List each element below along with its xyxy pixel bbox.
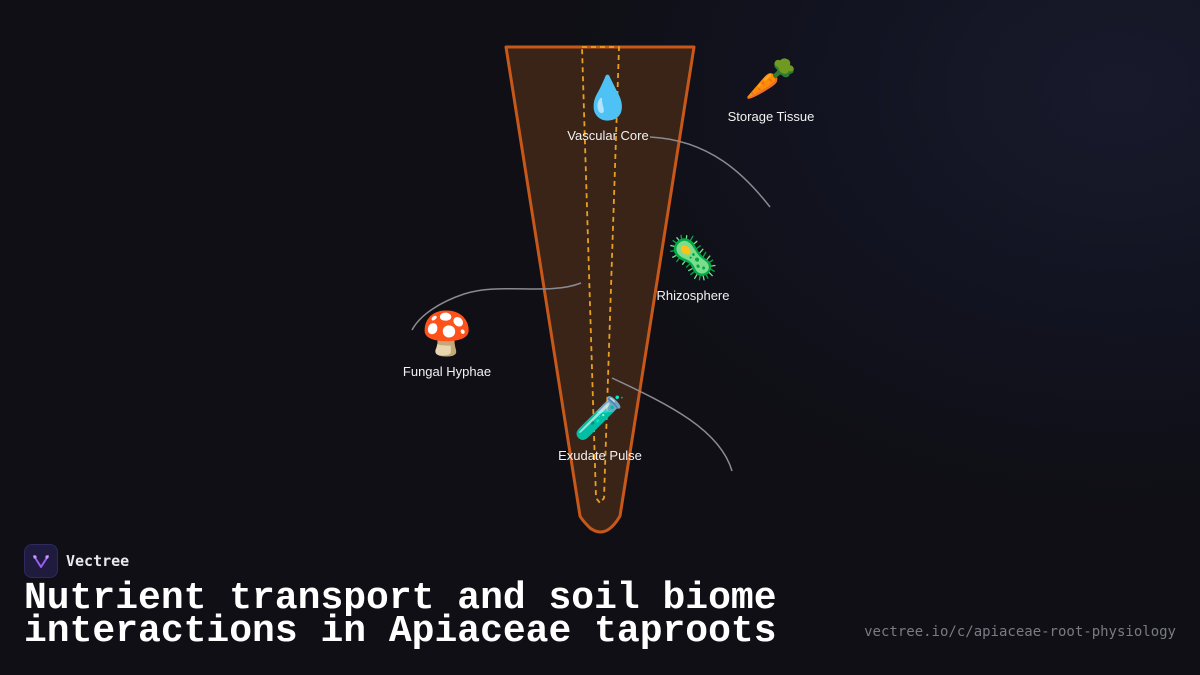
microbe-icon: 🦠 (666, 234, 720, 281)
connector-fungal (411, 282, 582, 331)
node-storage-tissue: 🥕 Storage Tissue (716, 55, 826, 125)
node-exudate-pulse: 🧪 Exudate Pulse (545, 394, 655, 464)
brand-name: Vectree (66, 552, 130, 570)
brand: Vectree (24, 544, 129, 578)
node-label: Storage Tissue (727, 109, 815, 124)
title-line-2: interactions in Apiaceae taproots (24, 610, 777, 653)
node-rhizosphere: 🦠 Rhizosphere (643, 234, 743, 304)
connector-exudate (611, 377, 733, 472)
vascular-core-outline (581, 46, 620, 505)
source-url: vectree.io/c/apiaceae-root-physiology (864, 624, 1176, 640)
node-label: Fungal Hyphae (402, 364, 492, 379)
connector-vascular-storage (649, 136, 771, 208)
mushroom-icon: 🍄 (420, 310, 474, 357)
title-line-1: Nutrient transport and soil biome (24, 577, 777, 620)
taproot-body (504, 45, 696, 534)
node-label: Vascular Core (567, 128, 649, 143)
node-fungal-hyphae: 🍄 Fungal Hyphae (392, 310, 502, 380)
carrot-icon: 🥕 (744, 55, 798, 102)
water-droplet-icon: 💧 (581, 74, 635, 121)
page-title: Nutrient transport and soil biome intera… (24, 580, 844, 651)
vectree-logo-icon (24, 544, 58, 578)
node-label: Rhizosphere (656, 288, 730, 303)
node-label: Exudate Pulse (558, 448, 642, 463)
test-tube-icon: 🧪 (573, 394, 627, 441)
node-vascular-core: 💧 Vascular Core (558, 74, 658, 144)
